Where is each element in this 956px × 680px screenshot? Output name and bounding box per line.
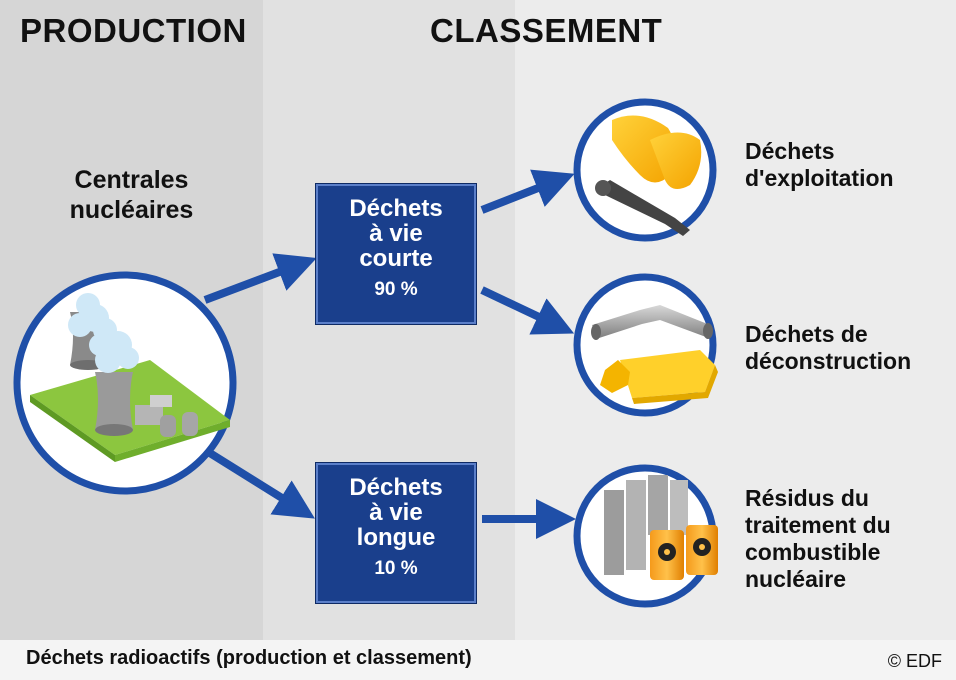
containers-barrels-icon [573,464,718,608]
short-lived-waste-percent: 90 % [374,279,418,300]
short-lived-waste-box: Déchets à vie courte 90 % [316,184,476,324]
gloves-wrench-icon [573,98,717,242]
long-lived-waste-percent: 10 % [374,558,418,579]
footer-band [0,640,956,680]
category-residues-label: Résidus du traitement du combustible nuc… [745,485,891,592]
arrow-to-deconstruction [480,286,575,335]
heading-production: PRODUCTION [20,12,247,49]
long-lived-waste-title: Déchets à vie longue [349,474,443,551]
arrow-to-exploitation [480,169,575,214]
diagram-graphics [13,98,718,608]
category-exploitation-label: Déchets d'exploitation [745,138,894,191]
arrow-to-courte [203,253,317,304]
heading-classement: CLASSEMENT [430,12,663,49]
long-lived-waste-box: Déchets à vie longue 10 % [316,463,476,603]
nuclear-plant-icon [13,271,237,495]
arrow-to-longue [202,446,315,519]
category-deconstruction-label: Déchets de déconstruction [745,321,912,374]
short-lived-waste-title: Déchets à vie courte [349,195,443,272]
copyright-credit: © EDF [887,651,942,671]
pipe-rubble-icon [573,273,718,417]
figure-caption: Déchets radioactifs (production et class… [26,647,472,669]
source-label: Centrales nucléaires [69,166,194,224]
